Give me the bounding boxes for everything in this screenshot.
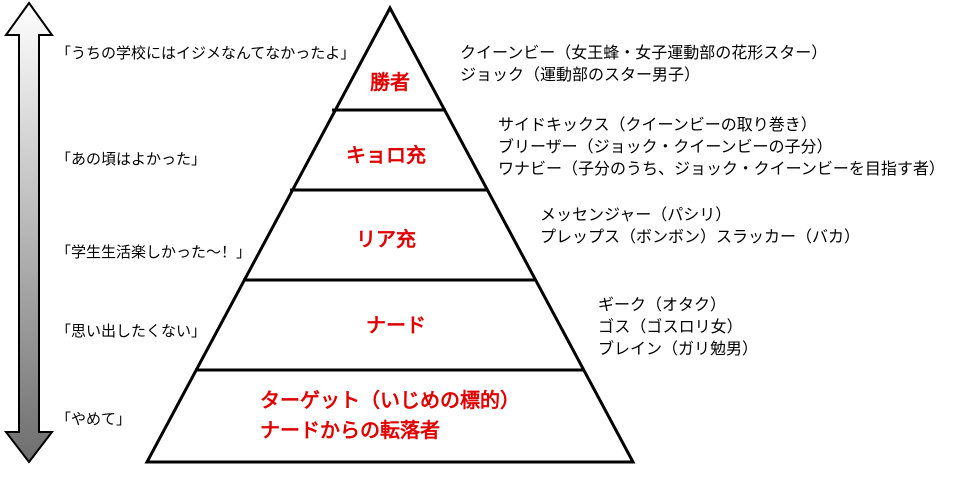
desc-kyorojuu: サイドキックス（クイーンビーの取り巻き） ブリーザー（ジョック・クイーンビーの子… [498,114,945,180]
desc-line: ジョック（運動部のスター男子） [460,65,701,84]
desc-nerd: ギーク（オタク） ゴス（ゴスロリ女） ブレイン（ガリ勉男） [598,294,758,360]
quote-riajuu: 「学生生活楽しかった～！」 [56,243,252,261]
desc-line: ギーク（オタク） [598,295,727,314]
tier-label-nerd: ナード [366,310,426,340]
quote-nerd: 「思い出したくない」 [56,322,207,340]
tier-label-riajuu: リア充 [356,224,416,254]
desc-line: ゴス（ゴスロリ女） [598,317,743,336]
desc-line: ブレイン（ガリ勉男） [598,339,759,358]
tier-label-target: ターゲット（いじめの標的） ナードからの転落者 [260,385,520,445]
desc-riajuu: メッセンジャー（パシリ） プレップス（ボンボン）スラッカー（バカ） [540,204,860,248]
tier-label-line: ターゲット（いじめの標的） [260,388,520,412]
tier-label-line: ナードからの転落者 [260,418,440,442]
tier-label-line: ナード [366,313,426,337]
quote-target: 「やめて」 [56,410,132,428]
quote-kyorojuu: 「あの頃はよかった」 [56,150,207,168]
tier-label-line: キョロ充 [346,143,426,167]
pyramid-outline [144,4,636,464]
desc-line: メッセンジャー（パシリ） [540,205,732,224]
double-arrow-icon [3,1,55,464]
tier-label-line: 勝者 [370,70,410,94]
tier-label-winner: 勝者 [370,67,410,97]
desc-winner: クイーンビー（女王蜂・女子運動部の花形スター） ジョック（運動部のスター男子） [460,42,827,86]
desc-line: ワナビー（子分のうち、ジョック・クイーンビーを目指す者） [498,159,945,178]
tier-label-kyorojuu: キョロ充 [346,140,426,170]
quote-winner: 「うちの学校にはイジメなんてなかったよ」 [56,44,356,62]
tier-label-line: リア充 [356,227,416,251]
desc-line: プレップス（ボンボン）スラッカー（バカ） [540,227,861,246]
desc-line: サイドキックス（クイーンビーの取り巻き） [498,115,817,134]
desc-line: クイーンビー（女王蜂・女子運動部の花形スター） [460,43,828,62]
desc-line: ブリーザー（ジョック・クイーンビーの子分） [498,137,833,156]
